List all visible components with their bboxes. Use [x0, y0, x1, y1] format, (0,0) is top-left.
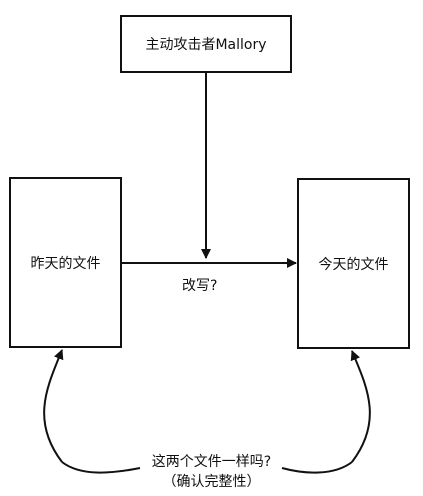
compare-note: （确认完整性） [162, 474, 261, 490]
today-file-node: 今天的文件 [297, 178, 410, 349]
compare-label: 这两个文件一样吗? （确认完整性） [0, 452, 423, 492]
attacker-label: 主动攻击者Mallory [145, 37, 267, 53]
compare-curve-right [350, 350, 371, 463]
today-file-label: 今天的文件 [318, 256, 389, 273]
compare-question: 这两个文件一样吗? [151, 454, 272, 470]
compare-curve-bottom-left [61, 461, 141, 474]
yesterday-file-node: 昨天的文件 [9, 177, 122, 348]
yesterday-file-label: 昨天的文件 [30, 255, 101, 272]
modify-label: 改写? [182, 278, 218, 294]
attacker-node: 主动攻击者Mallory [120, 15, 292, 73]
compare-curve-bottom-right [281, 461, 353, 474]
compare-curve [43, 349, 64, 463]
